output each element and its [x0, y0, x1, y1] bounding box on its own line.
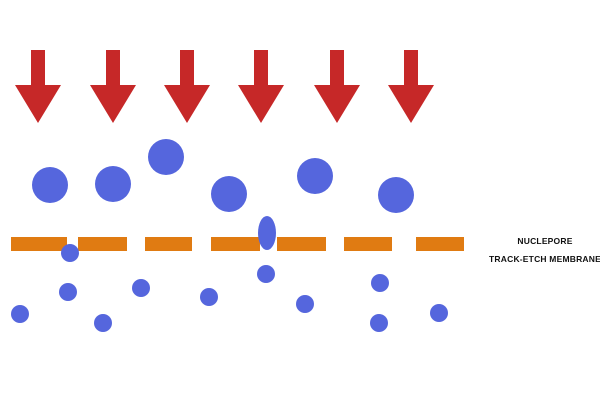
flow-arrows — [15, 50, 434, 123]
arrow-down-icon — [314, 50, 360, 123]
membrane-label-line-1: NUCLEPORE — [517, 236, 573, 246]
large-particle-circle-icon — [95, 166, 131, 202]
arrow-down-icon — [388, 50, 434, 123]
small-particle-circle-icon — [59, 283, 77, 301]
large-particle-circle-icon — [148, 139, 184, 175]
small-particle-circle-icon — [200, 288, 218, 306]
arrow-down-icon — [90, 50, 136, 123]
small-particle-circle-icon — [61, 244, 79, 262]
pore-particle-group — [258, 216, 276, 250]
arrow-down-icon — [15, 50, 61, 123]
small-particles — [11, 244, 448, 332]
large-particle-circle-icon — [211, 176, 247, 212]
small-particle-circle-icon — [430, 304, 448, 322]
small-particle-circle-icon — [296, 295, 314, 313]
large-particle-circle-icon — [32, 167, 68, 203]
membrane-segment — [416, 237, 464, 251]
membrane — [11, 237, 464, 251]
membrane-segment — [78, 237, 127, 251]
large-particles — [32, 139, 414, 213]
small-particle-circle-icon — [370, 314, 388, 332]
large-particle-circle-icon — [378, 177, 414, 213]
arrow-down-icon — [164, 50, 210, 123]
arrow-down-icon — [238, 50, 284, 123]
membrane-segment — [277, 237, 326, 251]
membrane-segment — [145, 237, 192, 251]
small-particle-circle-icon — [94, 314, 112, 332]
small-particle-circle-icon — [132, 279, 150, 297]
small-particle-circle-icon — [11, 305, 29, 323]
pore-particle-circle-icon — [258, 216, 276, 250]
large-particle-circle-icon — [297, 158, 333, 194]
small-particle-circle-icon — [371, 274, 389, 292]
membrane-label-line-2: TRACK-ETCH MEMBRANE — [489, 254, 600, 264]
membrane-segment — [11, 237, 67, 251]
small-particle-circle-icon — [257, 265, 275, 283]
membrane-segment — [344, 237, 392, 251]
membrane-segment — [211, 237, 260, 251]
